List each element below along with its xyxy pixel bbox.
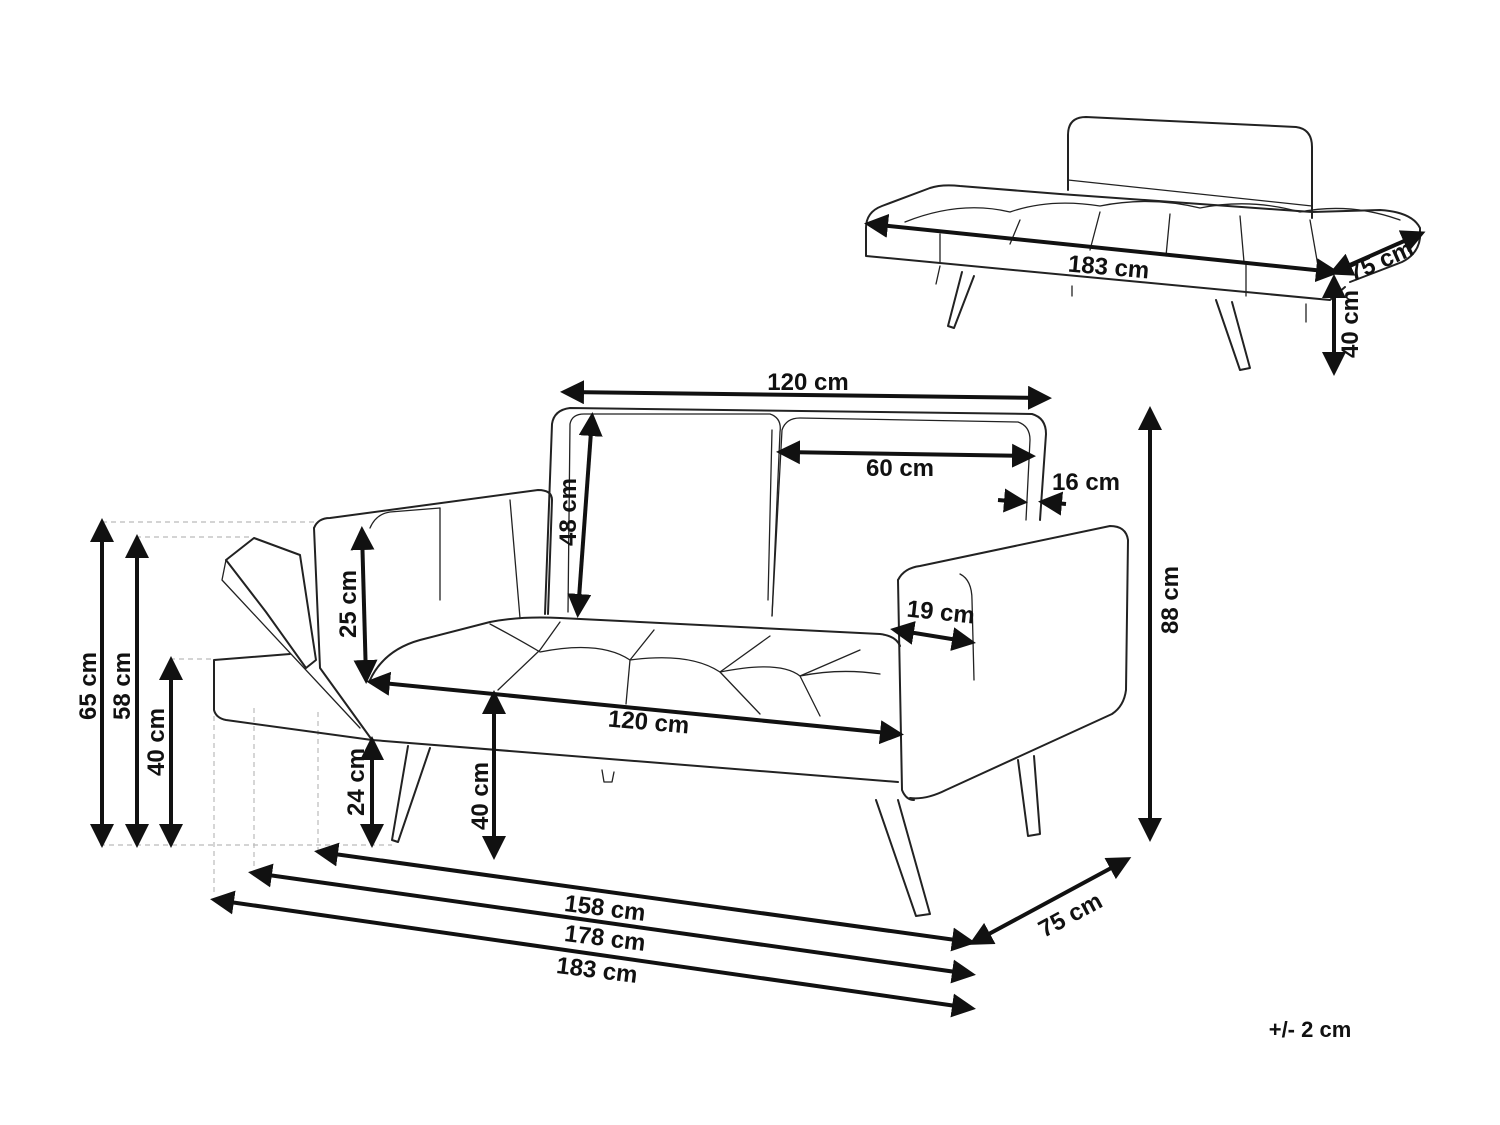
backrest-thickness-arrow-left <box>997 488 1028 513</box>
seat-width-label: 120 cm <box>607 706 690 740</box>
backrest-thickness-label: 16 cm <box>1052 469 1120 496</box>
bed-depth-label: 75 cm <box>1344 235 1417 287</box>
bed-depth-dimension-line <box>1328 230 1426 276</box>
backrest-height-label: 48 cm <box>555 478 582 546</box>
sofa-depth-dimension-line <box>968 857 1132 945</box>
width-arm-flat-dimension-line <box>210 890 976 1018</box>
backrest-width-label: 120 cm <box>767 369 848 396</box>
cushion-width-dimension-line <box>776 440 1036 468</box>
seat-width-dimension-line <box>366 671 904 745</box>
total-height-label: 88 cm <box>1157 566 1184 634</box>
backrest-width-dimension-line <box>560 380 1052 410</box>
armrest-height-dimension-line <box>350 526 378 684</box>
sofa-depth-label: 75 cm <box>1034 887 1107 943</box>
backrest-thickness-arrow-right <box>1038 491 1067 516</box>
bed-length-dimension-line <box>864 213 1340 283</box>
arm-raised-height-label: 65 cm <box>75 652 102 720</box>
arm-folded-height-label: 40 cm <box>143 708 170 776</box>
leg-height-label: 24 cm <box>343 748 370 816</box>
arm-flat-height-label: 58 cm <box>109 652 136 720</box>
bed-height-label: 40 cm <box>1337 290 1364 358</box>
sofa-seating-mode-drawing <box>100 407 1129 917</box>
armrest-width-dimension-line <box>890 621 976 651</box>
backrest-height-dimension-line <box>567 412 603 618</box>
bed-length-label: 183 cm <box>1067 251 1150 285</box>
armrest-width-label: 19 cm <box>906 596 977 630</box>
cushion-width-label: 60 cm <box>866 455 934 482</box>
armrest-height-label: 25 cm <box>335 570 362 638</box>
tolerance-note: +/- 2 cm <box>1269 1017 1352 1042</box>
seat-height-label: 40 cm <box>467 762 494 830</box>
